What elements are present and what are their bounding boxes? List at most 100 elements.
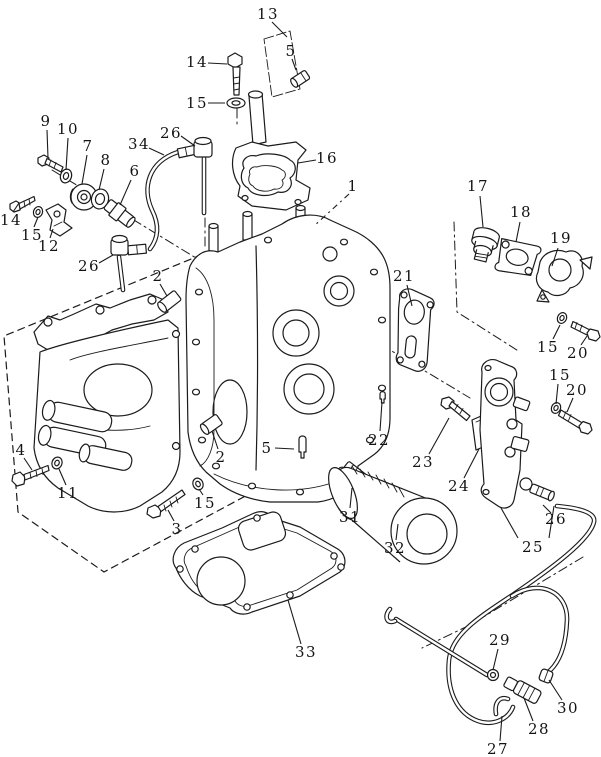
bolt-9	[37, 154, 64, 173]
hose-axis-line	[421, 556, 584, 649]
callout-9-6: 9	[40, 112, 51, 130]
callout-34-5: 34	[128, 135, 150, 153]
base-gasket-33	[172, 511, 346, 615]
callout-14-2: 14	[186, 53, 208, 71]
pin-22	[379, 391, 386, 404]
leader-line-15	[555, 383, 559, 405]
oil-filter-32	[328, 465, 458, 565]
callout-2-18: 2	[215, 448, 226, 466]
leader-line-28	[523, 697, 534, 722]
leader-line-21	[406, 284, 413, 307]
leader-line-23	[428, 417, 450, 455]
callout-18-20: 18	[510, 203, 532, 221]
leader-line-18	[515, 221, 521, 243]
leader-line-12	[49, 228, 54, 239]
callout-17-19: 17	[467, 177, 489, 195]
oil-seal-8	[90, 188, 110, 210]
callout-19-21: 19	[550, 229, 572, 247]
dowel-pin-2-upper	[157, 290, 182, 313]
callout-31-32: 31	[339, 508, 361, 526]
leader-line-19	[551, 247, 559, 267]
callout-20-24: 20	[567, 344, 589, 362]
callout-26-4: 26	[160, 124, 182, 142]
callout-30-38: 30	[557, 699, 579, 717]
bolt-3	[146, 489, 186, 519]
leader-line-14	[12, 202, 20, 213]
callout-10-7: 10	[57, 120, 79, 138]
callout-8-9: 8	[100, 151, 111, 169]
bolt-20-right-b	[557, 409, 593, 435]
leader-line-31	[349, 487, 353, 509]
leader-line-8	[98, 168, 105, 191]
hose-clip-30	[538, 668, 554, 684]
thermostat-boundary	[453, 221, 521, 353]
fitting-26-exhaust	[519, 477, 555, 502]
leader-line-6	[119, 179, 132, 206]
thermostat-cover-19	[535, 249, 593, 303]
leader-line-34	[148, 147, 165, 156]
leader-line-4	[23, 457, 33, 471]
callout-28-36: 28	[528, 720, 550, 738]
leader-line-26	[180, 135, 196, 147]
cylinder-block	[185, 204, 391, 503]
leader-line-15	[33, 216, 39, 228]
callout-3-41: 3	[171, 520, 182, 538]
leader-line-22	[379, 401, 383, 432]
washer-15-left	[32, 205, 44, 219]
washer-15-right-a	[556, 312, 568, 324]
callout-26-14: 26	[78, 257, 100, 275]
hose-34	[145, 149, 181, 252]
callout-21-22: 21	[393, 267, 415, 285]
bracket-12	[45, 203, 73, 237]
leader-line-7	[81, 154, 88, 185]
leader-line-2	[211, 430, 219, 450]
washer-15-top	[226, 97, 246, 109]
leader-line-26	[98, 254, 114, 264]
leader-line-25	[500, 507, 519, 539]
bolt-14-top	[227, 52, 243, 96]
callout-5-43: 5	[261, 439, 272, 457]
leader-line-5	[291, 58, 297, 71]
callout-16-15: 16	[316, 149, 338, 167]
hose-joint-28	[503, 676, 542, 704]
callout-20-26: 20	[566, 381, 588, 399]
thermostat-17	[471, 227, 500, 263]
leader-line-15	[552, 324, 561, 340]
callout-33-34: 33	[295, 643, 317, 661]
thermostat-gasket-18	[494, 238, 542, 277]
callout-15-42: 15	[194, 494, 216, 512]
hose-clip-29	[486, 668, 500, 682]
pin-5-bottom	[298, 435, 307, 459]
washer-15-right-b	[550, 402, 562, 414]
washer-11	[51, 456, 63, 470]
fitting-26-left	[110, 234, 148, 293]
leader-line-25	[548, 505, 555, 539]
callout-25-30: 25	[522, 538, 544, 556]
callout-12-13: 12	[38, 237, 60, 255]
leader-line-5	[274, 447, 295, 450]
callout-11-40: 11	[57, 484, 79, 502]
leader-line-2	[159, 283, 168, 297]
leader-line-11	[58, 468, 67, 486]
left-assembly-boundary	[3, 249, 334, 573]
leader-line-20	[580, 335, 588, 346]
fitting-26-top	[176, 136, 213, 216]
leader-line-3	[167, 509, 175, 522]
bolt-14-left	[9, 195, 36, 213]
washer-10	[59, 168, 73, 184]
leader-line-20	[566, 397, 574, 413]
leader-line-16	[297, 159, 317, 164]
callout-15-12: 15	[21, 226, 43, 244]
exhaust-inner-gasket-21	[395, 288, 435, 372]
pump-dashed-box	[263, 30, 301, 98]
callout-22-27: 22	[368, 431, 390, 449]
callout-5-1: 5	[285, 42, 296, 60]
plug-5-top	[290, 70, 311, 88]
leader-line-14	[207, 62, 228, 65]
leader-line-10	[65, 137, 69, 171]
callout-32-33: 32	[384, 539, 406, 557]
callout-15-3: 15	[186, 94, 208, 112]
leader-line-27	[499, 715, 503, 742]
callout-26-31: 26	[545, 510, 567, 528]
